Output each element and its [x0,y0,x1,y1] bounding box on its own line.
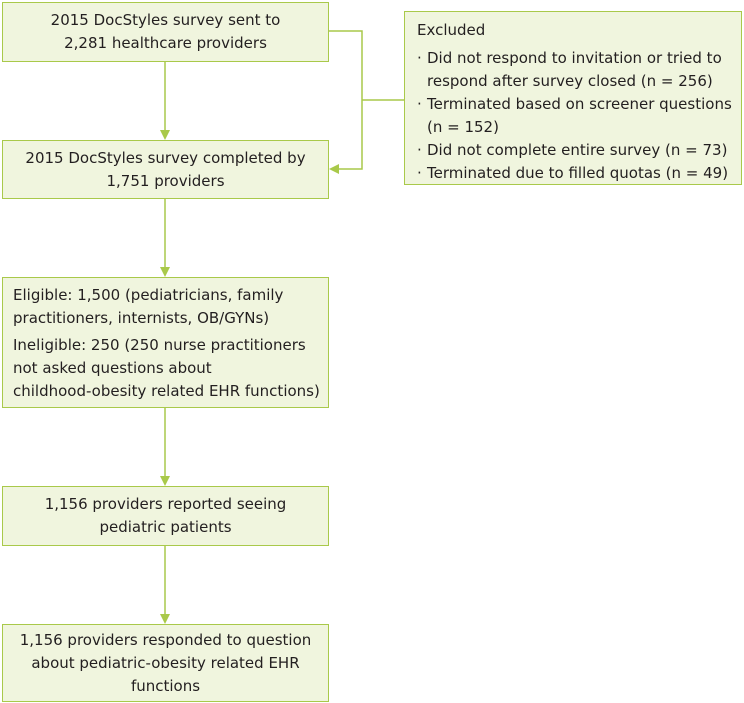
box-excluded: Excluded · Did not respond to invitation… [404,11,742,185]
responded-line-2: about pediatric-obesity related EHR [31,653,300,672]
excluded-item-screener: · Terminated based on screener questions… [417,93,732,139]
bullet-icon: · [417,49,422,67]
excluded-item-line: Did not complete entire survey (n = 73) [427,141,728,159]
exclusion-bracket [329,30,363,174]
survey-sent-line-1: 2015 DocStyles survey sent to [50,11,281,29]
responded-line-3: functions [130,676,201,695]
box-survey-completed: 2015 DocStyles survey completed by 1,751… [2,140,329,199]
pediatric-line-2: pediatric patients [99,518,232,536]
excluded-item-line: respond after survey closed (n = 256) [427,72,713,90]
excluded-item-incomplete: · Did not complete entire survey (n = 73… [417,139,731,162]
survey-completed-line-1: 2015 DocStyles survey completed by [25,148,306,167]
excluded-item-line: Did not respond to invitation or tried t… [427,49,722,67]
excluded-item-line: Terminated due to filled quotas (n = 49) [427,164,729,182]
bullet-icon: · [417,141,422,159]
survey-sent-line-2: 2,281 healthcare providers [64,34,267,52]
box-survey-sent: 2015 DocStyles survey sent to 2,281 heal… [2,2,329,62]
excluded-item-line: (n = 152) [427,118,499,136]
excluded-list: · Did not respond to invitation or tried… [417,47,732,185]
excluded-item-no-response: · Did not respond to invitation or tried… [417,47,731,93]
excluded-title: Excluded [417,21,486,39]
box-pediatric-patients: 1,156 providers reported seeing pediatri… [2,486,329,546]
bullet-icon: · [417,95,422,113]
eligible-line-2: practitioners, internists, OB/GYNs) [13,309,270,327]
excluded-item-line: Terminated based on screener questions [427,95,732,113]
box-eligibility: Eligible: 1,500 (pediatricians, family p… [2,277,329,408]
pediatric-line-1: 1,156 providers reported seeing [44,495,287,513]
bullet-icon: · [417,164,422,182]
survey-completed-line-2: 1,751 providers [106,171,225,190]
ineligible-line-3: childhood-obesity related EHR functions) [13,382,320,400]
ineligible-line-2: not asked questions about [13,359,212,377]
excluded-item-quotas: · Terminated due to filled quotas (n = 4… [417,162,731,185]
ineligible-line-1: Ineligible: 250 (250 nurse practitioners [13,336,306,354]
eligible-line-1: Eligible: 1,500 (pediatricians, family [13,286,284,304]
eligible-text: Eligible: 1,500 (pediatricians, family p… [13,284,318,330]
responded-line-1: 1,156 providers responded to question [19,630,312,649]
ineligible-text: Ineligible: 250 (250 nurse practitioners… [13,334,320,403]
box-responded: 1,156 providers responded to question ab… [2,624,329,702]
